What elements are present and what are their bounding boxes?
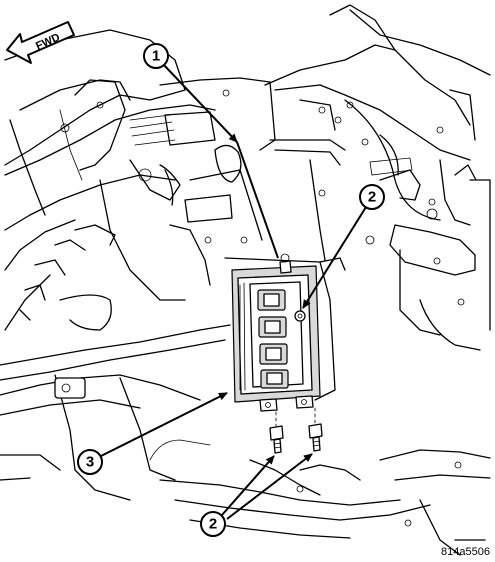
connector-1-face <box>263 293 280 307</box>
callout-group-2-upper: 2 <box>302 184 385 309</box>
leader-line-2-upper <box>302 206 367 309</box>
callout-label-2-lower: 2 <box>209 516 217 533</box>
figure-id: 814a5506 <box>441 546 490 558</box>
left-wheelhouse <box>0 174 231 381</box>
leader-line-3 <box>100 392 228 457</box>
left-fender-structure <box>4 29 216 216</box>
lower-tab-left <box>259 398 278 412</box>
callout-circle-1 <box>143 43 169 69</box>
callout-group-2-lower: 2 <box>200 453 313 537</box>
right-body-structure <box>264 4 491 351</box>
upper-cowl-panel <box>159 77 276 244</box>
connector-2-face <box>264 320 281 334</box>
lower-tab-right <box>295 395 314 409</box>
callout-circle-3 <box>77 449 103 475</box>
upper-mounting-stud <box>279 260 292 274</box>
upper-mounting-bolt <box>294 310 306 322</box>
powertrain-control-module <box>231 253 321 412</box>
callout-group-3: 3 <box>77 392 228 475</box>
leader-line-2-lower-right <box>226 453 313 520</box>
leader-line-1-extension <box>236 141 279 259</box>
fwd-arrow-icon <box>6 21 75 64</box>
leader-line-2-lower-left <box>221 455 275 516</box>
lower-mounting-bolts <box>269 407 323 454</box>
lower-bolt-right <box>308 423 323 452</box>
callout-circle-2-lower <box>200 511 226 537</box>
callout-circle-2-upper <box>359 184 385 210</box>
lower-bolt-left <box>269 425 284 454</box>
connector-3-face <box>265 347 282 361</box>
callout-label-2-upper: 2 <box>368 189 376 206</box>
lower-frame-rail <box>0 374 491 556</box>
leader-line-1 <box>162 63 238 143</box>
connector-4-face <box>266 372 283 385</box>
callout-label-3: 3 <box>86 454 94 471</box>
fwd-direction-arrow: FWD <box>6 21 75 64</box>
callout-label-1: 1 <box>152 48 160 65</box>
callout-group-1: 1 <box>143 43 279 259</box>
